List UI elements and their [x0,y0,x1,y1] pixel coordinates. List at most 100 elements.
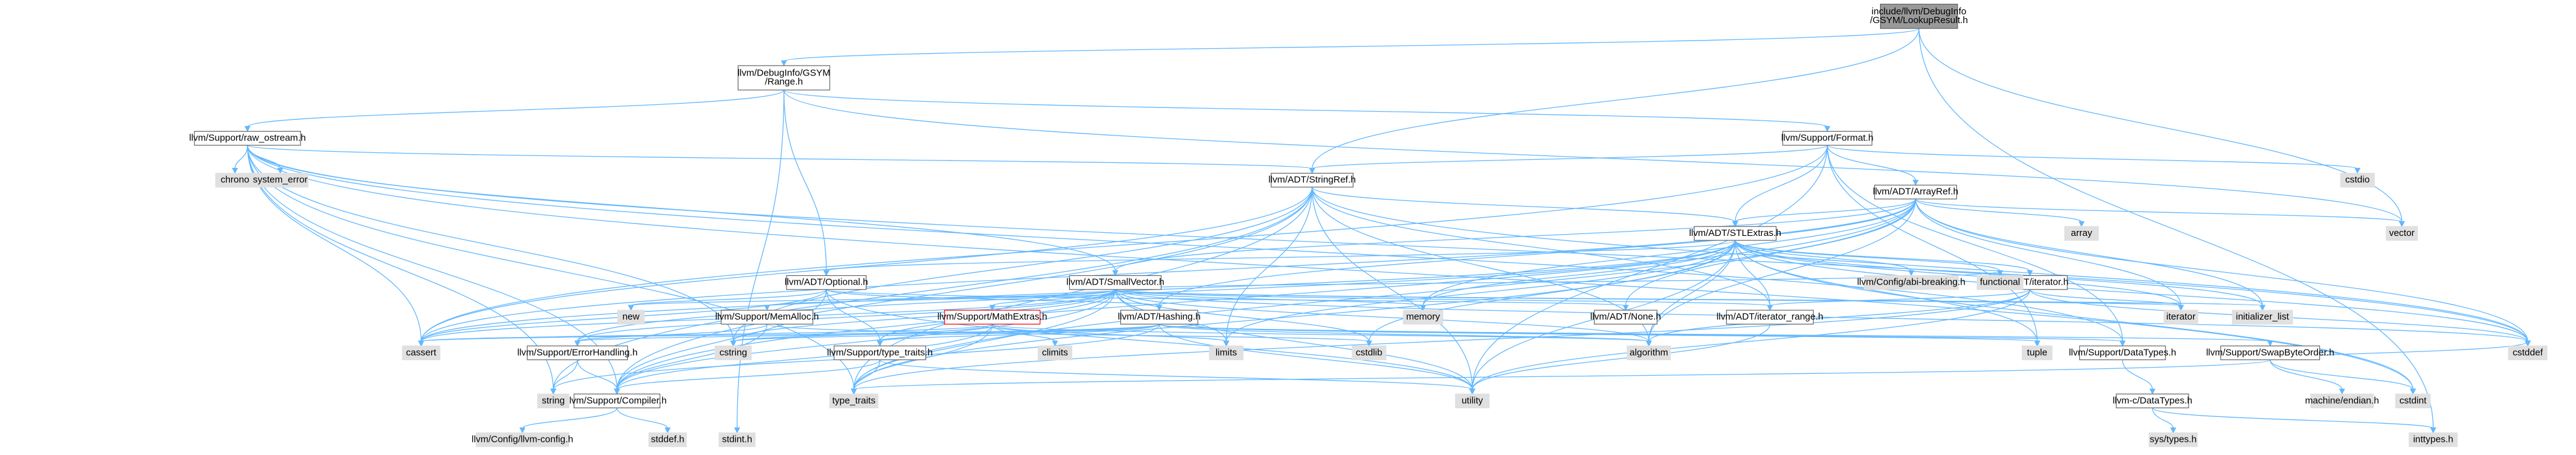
node-box [829,393,878,409]
node-raw-ostream[interactable]: llvm/Support/raw_ostream.h [189,130,306,146]
node-box [2164,310,2199,325]
node-c-datatypes[interactable]: llvm-c/DataTypes.h [2112,393,2192,409]
edge-line [1918,28,2402,222]
edge-arrowhead [550,388,557,395]
edge-line [783,89,1828,127]
edge-line [732,323,1160,342]
node-compiler[interactable]: llvm/Support/Compiler.h [567,393,667,409]
node-type-traits-h[interactable]: llvm/Support/type_traits.h [827,345,933,361]
node-datatypes[interactable]: llvm/Support/DataTypes.h [2069,345,2176,361]
edge-line [2269,360,2343,390]
edge-line [1915,198,2263,306]
node-range[interactable]: llvm/DebugInfo/GSYM/Range.h [737,65,830,91]
node-label: llvm/Config/abi-breaking.h [1857,277,1965,288]
edge-arrowhead [244,125,251,132]
node-label: llvm/ADT/iterator_range.h [1716,311,1823,322]
edge-arrowhead [1309,168,1315,174]
edge-line [1158,323,2123,342]
edge-line [1827,145,2123,342]
edge-line [1471,145,1828,390]
edge-line [552,187,1313,390]
node-box [2409,432,2458,448]
node-box [737,65,830,91]
edge-arrowhead [1732,221,1739,227]
node-iterator-std: iterator [2164,310,2199,325]
edge-arrayref-to-smallvector [1112,198,1916,276]
edge-line [616,198,1916,390]
node-errorhandling[interactable]: llvm/Support/ErrorHandling.h [517,345,638,361]
edge-line [1915,198,2402,223]
node-box [648,432,687,448]
node-label: include/llvm/DebugInfo [1872,6,1967,17]
edge-line [577,323,768,342]
node-iterator-range[interactable]: llvm/ADT/iterator_range.h [1716,310,1823,325]
edge-range-to-raw_ostream [244,89,785,132]
node-mathextras[interactable]: llvm/Support/MathExtras.h [937,310,1047,325]
edge-line [1115,289,2529,342]
edge-arrowhead [574,340,581,347]
edge-arrowhead [763,305,770,311]
edge-iterator-to-iterator_std [2029,289,2184,311]
node-stlextras[interactable]: llvm/ADT/STLExtras.h [1689,226,1781,241]
node-label: llvm/Support/type_traits.h [827,347,933,358]
node-label: stdint.h [722,434,752,445]
node-stringref[interactable]: llvm/ADT/StringRef.h [1268,172,1356,188]
edge-arrowhead [1420,305,1426,311]
node-box [2149,432,2198,448]
edge-arrowhead [989,305,996,311]
edge-line [1311,187,2529,342]
edge-format-to-stringref [1309,145,1828,174]
node-label: sys/types.h [2150,434,2197,445]
node-swapbyteorder[interactable]: llvm/Support/SwapByteOrder.h [2206,345,2334,361]
edge-arrowhead [277,168,284,174]
node-arrayref[interactable]: llvm/ADT/ArrayRef.h [1873,184,1959,200]
edge-line [1423,198,1916,306]
edge-stringref-to-iterator_range [1311,187,1773,311]
edge-line [1625,198,1916,306]
edge-line [1734,240,2263,306]
node-hashing[interactable]: llvm/ADT/Hashing.h [1118,310,1201,325]
node-box [1726,310,1814,325]
edge-hashing-to-cstring [730,323,1160,347]
node-format[interactable]: llvm/Support/Format.h [1781,130,1874,146]
node-memalloc[interactable]: llvm/Support/MemAlloc.h [715,310,819,325]
edge-arrowhead [2170,427,2177,434]
edge-line [766,323,1370,342]
edge-arrowhead [1824,125,1831,132]
node-label: inttypes.h [2413,434,2453,445]
node-climits: climits [1037,345,1073,361]
node-none[interactable]: llvm/ADT/None.h [1590,310,1661,325]
edge-line [1115,289,1771,306]
node-box [402,345,440,361]
edge-line [1311,187,1771,306]
edge-line [1226,187,1313,342]
edge-arrowhead [2524,340,2531,347]
node-label: llvm/ADT/Hashing.h [1118,311,1201,322]
node-vector: vector [2385,226,2418,241]
node-optional[interactable]: llvm/ADT/Optional.h [785,275,868,290]
node-label: llvm/Support/ErrorHandling.h [517,347,638,358]
node-smallvector[interactable]: llvm/ADT/SmallVector.h [1067,275,1165,290]
node-root[interactable]: include/llvm/DebugInfo/GSYM/LookupResult… [1870,4,1968,29]
edge-line [825,289,1626,306]
edge-hashing-to-tuple [1158,323,2041,347]
node-label: type_traits [832,395,875,406]
edge-arrowhead [2399,221,2405,227]
node-label: climits [1042,347,1068,358]
edge-line [2029,289,2182,306]
node-box [1351,345,1386,361]
node-box [2232,310,2293,325]
edge-line [1734,240,1912,272]
edge-datatypes-to-c_datatypes [2122,360,2156,395]
node-box [617,310,645,325]
edge-line [1734,240,2529,342]
edge-line [1827,145,1916,181]
node-label: llvm/Support/SwapByteOrder.h [2206,347,2334,358]
node-cstring: cstring [715,345,752,361]
edge-arrowhead [2339,388,2345,395]
edge-memalloc-to-cstdlib [766,323,1373,347]
node-label: initializer_list [2236,311,2290,322]
edge-line [1648,240,1736,342]
node-cassert: cassert [402,345,440,361]
node-label: llvm/ADT/StringRef.h [1268,175,1356,185]
